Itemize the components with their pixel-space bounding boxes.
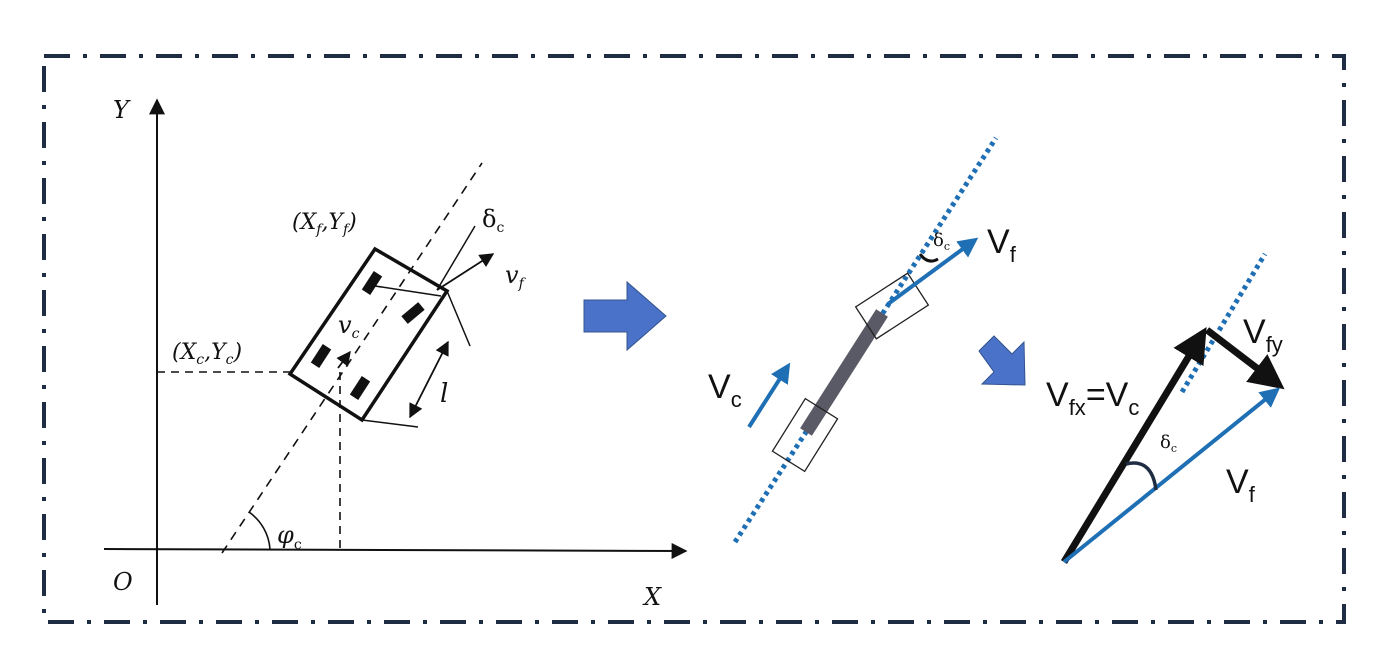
wheel-front-right [401, 302, 425, 324]
vf-arrow [1062, 387, 1281, 564]
vf-label: Vf [1226, 463, 1256, 507]
wheelbase-ext-rear [361, 419, 419, 428]
wheel-rear-right [349, 376, 371, 400]
wheel-rear-left [310, 344, 332, 368]
steering-angle-label-mid: δc [933, 230, 950, 253]
down-right-arrow-icon [978, 335, 1026, 386]
rear-wheel-box [771, 397, 839, 473]
vfx-arrow [1061, 327, 1207, 564]
dashed-frame [42, 54, 1346, 624]
steering-angle-arc-right [1125, 461, 1158, 491]
velocity-decomposition-panel: Vfx=Vc Vfy Vf δc [1046, 252, 1285, 564]
center-velocity-arrow-blue [747, 362, 791, 429]
vfx-label: Vfx=Vc [1046, 376, 1139, 420]
steering-angle-label-right: δc [1160, 432, 1177, 455]
bicycle-model-panel: Vc Vf δc [708, 136, 1017, 544]
heading-angle-label: φc [277, 521, 302, 553]
steering-angle-label: δc [482, 205, 504, 236]
vehicle-bar [800, 309, 888, 436]
steering-angle-arc-mid [918, 253, 939, 263]
front-axle-line [374, 285, 442, 297]
wheelbase-dimension [409, 340, 449, 419]
y-axis-label: Y [113, 96, 131, 124]
front-velocity-label: vf [505, 261, 527, 292]
center-point-label: (Xc,Yc) [172, 340, 242, 368]
x-axis [103, 542, 688, 559]
center-velocity-label: vc [338, 311, 360, 342]
phi-angle-arc [248, 511, 271, 550]
front-point-label: (Xf,Yf) [292, 210, 357, 238]
wheelbase-ext-front [446, 290, 471, 347]
front-velocity-arrow-blue [886, 237, 979, 306]
vfy-label: Vfy [1243, 313, 1283, 357]
wheel-front-left [361, 271, 383, 295]
vfy-arrow [1204, 327, 1285, 390]
front-velocity-label-mid: Vf [987, 223, 1017, 267]
steering-direction-line [436, 225, 476, 291]
vehicle-coordinate-panel: Y X O (Xf,Yf) (Xc,Yc) δc vf vc l φc [103, 96, 688, 611]
heading-dotted-line-right [1179, 252, 1268, 394]
origin-label: O [113, 568, 133, 596]
front-velocity-arrow [436, 253, 495, 291]
x-axis-label: X [642, 583, 662, 611]
center-velocity-arrow [336, 350, 351, 369]
vehicle-heading-line [221, 162, 483, 554]
center-velocity-label-mid: Vc [708, 368, 742, 412]
right-arrow-icon [583, 280, 667, 352]
front-wheel-box [854, 272, 930, 340]
wheelbase-label: l [440, 379, 448, 409]
